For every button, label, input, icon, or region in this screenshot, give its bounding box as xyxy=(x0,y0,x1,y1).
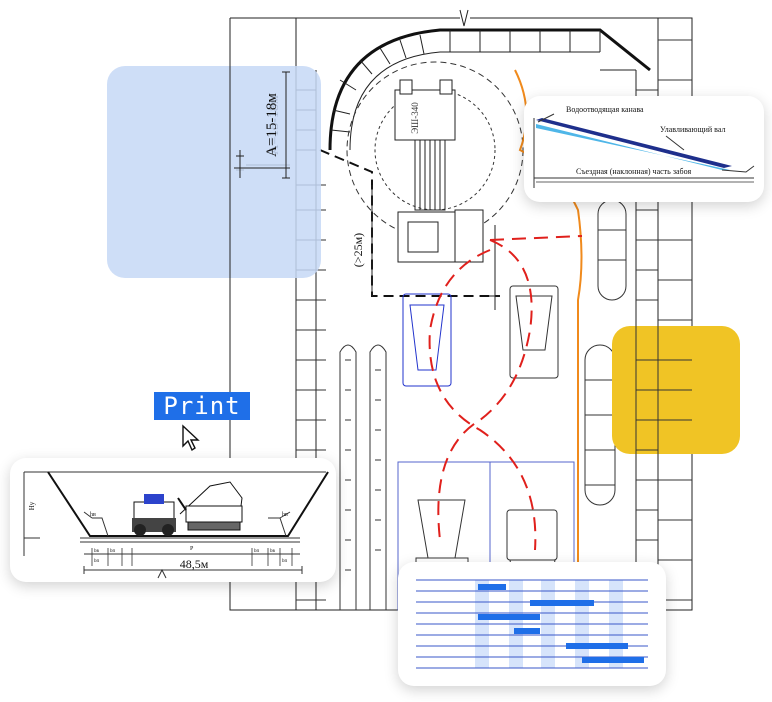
schedule-bar xyxy=(478,584,506,590)
cross-section-drawing: Hу hв hв bв bв bп bп P bп bп xyxy=(23,471,329,579)
highlight-panel-blue xyxy=(107,66,321,278)
cs-label-5: bп xyxy=(110,549,116,554)
schedule-bar xyxy=(514,628,540,634)
schedule-bar xyxy=(582,657,644,663)
slope-section-card: Водоотводящая канава Улавливающий вал Съ… xyxy=(524,96,764,202)
truck-routes xyxy=(428,235,583,551)
slope-label-ramp: Съездная (наклонная) часть забоя xyxy=(576,167,691,176)
schedule-bar xyxy=(530,600,594,606)
machine-label: ЭШ-340 xyxy=(410,102,420,134)
vehicle-bays xyxy=(339,199,627,610)
cross-section-excavator xyxy=(177,481,243,531)
truck-blue xyxy=(402,293,452,387)
cross-section-truck xyxy=(132,494,176,536)
slope-label-ditch: Водоотводящая канава xyxy=(566,105,644,114)
schedule-chart xyxy=(416,579,648,669)
excavator xyxy=(394,79,484,263)
print-button[interactable]: Print xyxy=(154,392,250,420)
cs-label-3: bв xyxy=(94,549,100,554)
cs-label-8: bп xyxy=(94,559,100,564)
schedule-bars xyxy=(478,584,644,663)
cs-label-7: P xyxy=(190,546,194,552)
schedule-bar xyxy=(566,643,628,649)
cs-label-4: bв xyxy=(270,549,276,554)
slope-section-drawing: Водоотводящая канава Улавливающий вал Съ… xyxy=(533,105,755,188)
schedule-bar xyxy=(478,614,540,620)
bench-arc xyxy=(328,28,651,151)
slope-label-berm: Улавливающий вал xyxy=(660,125,725,134)
pit-cross-section-card: Hу hв hв bв bв bп bп P bп bп xyxy=(10,458,336,582)
width-label-overlay: A=15-18м xyxy=(264,93,280,157)
cross-section-width-label: 48,5м xyxy=(180,557,209,571)
highlight-panel-yellow xyxy=(612,326,740,454)
cs-label-2: hв xyxy=(282,512,288,518)
cs-label-9: bп xyxy=(282,559,288,564)
cursor-arrow-icon xyxy=(182,424,200,452)
height-label: Hу xyxy=(28,501,36,510)
cs-label-1: hв xyxy=(90,512,96,518)
distance-label: (>25м) xyxy=(351,233,365,267)
truck-top-right xyxy=(509,285,559,379)
cs-label-6: bп xyxy=(254,549,260,554)
schedule-card xyxy=(398,562,666,686)
